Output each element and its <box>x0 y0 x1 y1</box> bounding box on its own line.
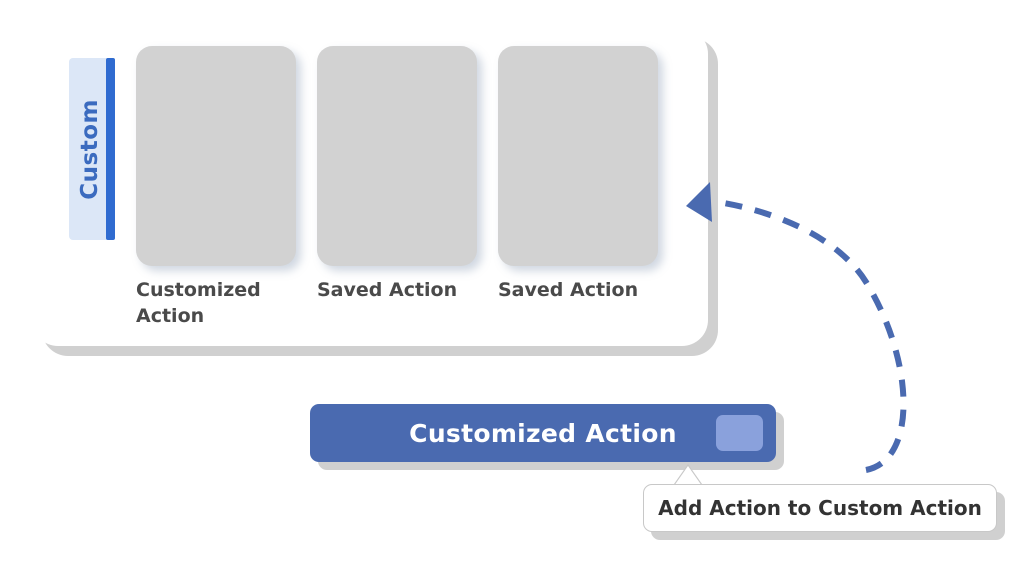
customized-action-button[interactable]: Customized Action <box>310 404 776 462</box>
action-card-label: Saved Action <box>317 279 458 301</box>
custom-actions-panel: Custom Customized Action Saved Action Sa… <box>32 28 708 346</box>
tooltip: Add Action to Custom Action <box>643 484 997 532</box>
tooltip-pointer-icon <box>674 466 702 486</box>
color-swatch-icon[interactable] <box>716 415 763 451</box>
tooltip-label: Add Action to Custom Action <box>658 496 982 520</box>
action-thumbnail-icon[interactable] <box>136 46 296 266</box>
action-thumbnail-icon[interactable] <box>498 46 658 266</box>
sidebar-tab-custom[interactable]: Custom <box>69 58 111 240</box>
list-item[interactable]: Customized Action <box>136 46 296 329</box>
sidebar-tab-active-indicator <box>106 58 115 240</box>
sidebar-tab-custom-label: Custom <box>77 98 103 200</box>
action-thumbnail-icon[interactable] <box>317 46 477 266</box>
action-card-list: Customized Action Saved Action Saved Act… <box>136 46 686 329</box>
list-item[interactable]: Saved Action <box>317 46 477 304</box>
list-item[interactable]: Saved Action <box>498 46 658 304</box>
customized-action-button-label: Customized Action <box>409 418 677 448</box>
action-card-label: Customized Action <box>136 279 261 327</box>
action-card-label: Saved Action <box>498 279 639 301</box>
